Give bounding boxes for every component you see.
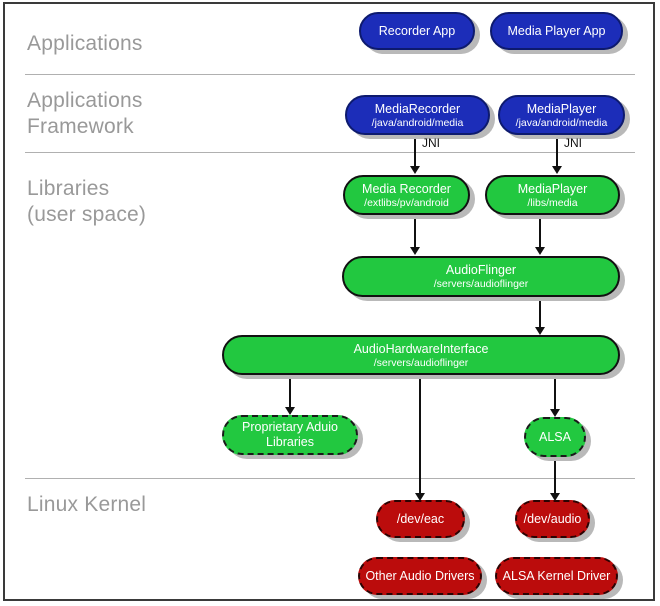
edge-audiohardwareinterface-to-alsa bbox=[554, 375, 556, 411]
node-media-player-app[interactable]: Media Player App bbox=[490, 12, 623, 50]
node-alsa-kernel-driver-title: ALSA Kernel Driver bbox=[502, 568, 611, 583]
arrowhead-audioflinger-left bbox=[410, 247, 420, 255]
arrowhead-audioflinger-right bbox=[535, 247, 545, 255]
node-mediaplayer-lib-title: MediaPlayer bbox=[517, 181, 588, 196]
divider-linux-kernel bbox=[25, 478, 635, 479]
node-dev-eac[interactable]: /dev/eac bbox=[376, 500, 465, 538]
layer-label-linux-kernel: Linux Kernel bbox=[27, 493, 147, 516]
edge-label-jni-recorder: JNI bbox=[422, 136, 440, 150]
divider-applications bbox=[25, 74, 635, 75]
node-audioflinger-path: /servers/audioflinger bbox=[433, 278, 529, 290]
node-mediarecorder-framework-title: MediaRecorder bbox=[374, 101, 461, 116]
arrowhead-mediaplayer-lib bbox=[552, 166, 562, 174]
arrowhead-media-recorder-lib bbox=[410, 166, 420, 174]
layer-label-libraries: Libraries (user space) bbox=[27, 177, 147, 226]
node-media-player-app-title: Media Player App bbox=[507, 23, 606, 38]
node-mediarecorder-framework-path: /java/android/media bbox=[371, 116, 464, 129]
node-media-recorder-lib-path: /extlibs/pv/android bbox=[364, 196, 449, 209]
node-media-recorder-lib-title: Media Recorder bbox=[362, 181, 451, 196]
edge-mediaplayer-lib-to-audioflinger bbox=[539, 215, 541, 249]
arrowhead-audiohardwareinterface bbox=[535, 327, 545, 335]
node-media-recorder-lib[interactable]: Media Recorder /extlibs/pv/android bbox=[343, 175, 470, 215]
arrowhead-alsa bbox=[550, 409, 560, 417]
arrowhead-dev-audio bbox=[550, 493, 560, 501]
node-audioflinger[interactable]: AudioFlinger /servers/audioflinger bbox=[342, 256, 620, 297]
arrowhead-proprietary-libs bbox=[285, 407, 295, 415]
node-proprietary-audio-libs-subtitle: Libraries bbox=[266, 435, 314, 449]
divider-applications-framework bbox=[25, 152, 635, 153]
node-mediaplayer-framework-title: MediaPlayer bbox=[526, 101, 597, 116]
node-audiohardwareinterface[interactable]: AudioHardwareInterface /servers/audiofli… bbox=[222, 335, 620, 375]
layer-label-applications-framework: Applications Framework bbox=[27, 89, 143, 138]
layer-label-applications: Applications bbox=[27, 32, 143, 55]
node-audioflinger-title: AudioFlinger bbox=[445, 263, 517, 277]
edge-mediaplayer-to-mediaplayer-lib bbox=[556, 136, 558, 168]
arrowhead-dev-eac bbox=[415, 493, 425, 501]
node-other-audio-drivers[interactable]: Other Audio Drivers bbox=[358, 557, 482, 595]
edge-alsa-to-dev-audio bbox=[554, 457, 556, 495]
edge-label-jni-player: JNI bbox=[564, 136, 582, 150]
node-mediarecorder-framework[interactable]: MediaRecorder /java/android/media bbox=[345, 95, 490, 135]
edge-audiohardwareinterface-to-dev-eac bbox=[419, 375, 421, 495]
node-proprietary-audio-libs[interactable]: Proprietary Aduio Libraries bbox=[222, 415, 358, 455]
node-audiohardwareinterface-path: /servers/audioflinger bbox=[373, 356, 469, 369]
node-dev-audio-title: /dev/audio bbox=[523, 511, 582, 526]
node-alsa[interactable]: ALSA bbox=[524, 417, 586, 457]
node-audiohardwareinterface-title: AudioHardwareInterface bbox=[353, 341, 489, 356]
node-alsa-title: ALSA bbox=[539, 429, 571, 444]
edge-media-recorder-lib-to-audioflinger bbox=[414, 215, 416, 249]
node-proprietary-audio-libs-title: Proprietary Aduio bbox=[242, 420, 338, 434]
node-dev-eac-title: /dev/eac bbox=[396, 511, 445, 526]
node-mediaplayer-lib-path: /libs/media bbox=[527, 196, 578, 209]
diagram-frame bbox=[3, 2, 655, 601]
node-dev-audio[interactable]: /dev/audio bbox=[515, 500, 590, 538]
edge-audioflinger-to-audiohardwareinterface bbox=[539, 297, 541, 329]
edge-mediarecorder-to-media-recorder-lib bbox=[414, 136, 416, 168]
edge-audiohardwareinterface-to-proprietary-libs bbox=[289, 375, 291, 409]
node-recorder-app-title: Recorder App bbox=[378, 23, 456, 38]
node-recorder-app[interactable]: Recorder App bbox=[359, 12, 475, 50]
node-mediaplayer-framework-path: /java/android/media bbox=[515, 116, 608, 129]
node-other-audio-drivers-title: Other Audio Drivers bbox=[365, 568, 475, 583]
node-alsa-kernel-driver[interactable]: ALSA Kernel Driver bbox=[495, 557, 618, 595]
node-mediaplayer-framework[interactable]: MediaPlayer /java/android/media bbox=[498, 95, 625, 135]
node-mediaplayer-lib[interactable]: MediaPlayer /libs/media bbox=[485, 175, 620, 215]
